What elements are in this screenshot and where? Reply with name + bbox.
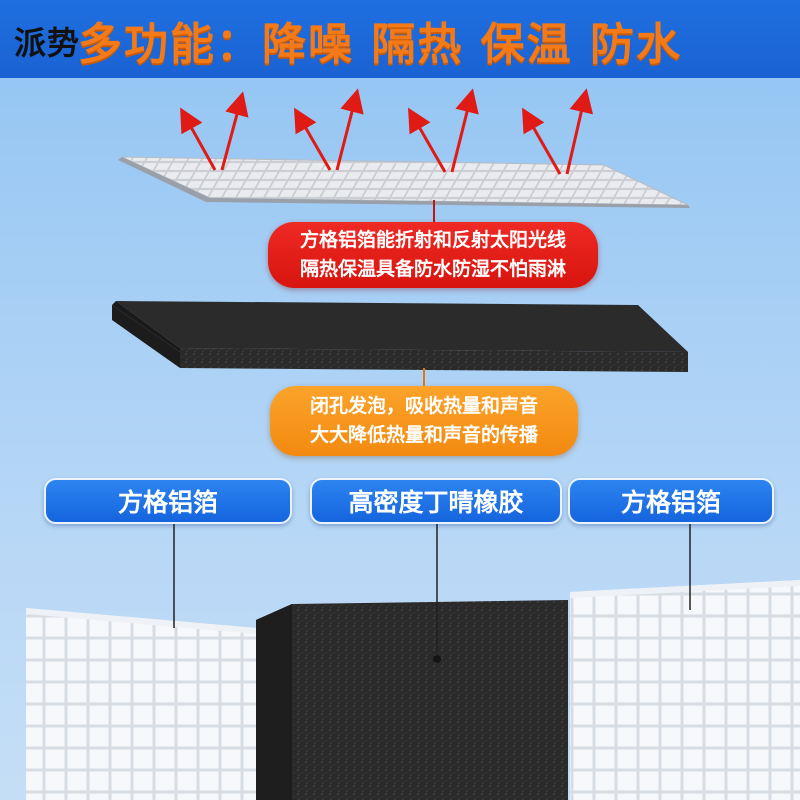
reflection-arrows: [180, 88, 594, 175]
headline: 多功能：降噪 隔热 保温 防水: [78, 19, 682, 70]
foil-sheet: [118, 156, 690, 208]
rubber-foam-block: [256, 600, 568, 800]
foil-callout-line1: 方格铝箔能折射和反射太阳光线: [299, 229, 566, 251]
left-foil-panel: [26, 608, 256, 800]
label-left-foil: 方格铝箔: [44, 478, 292, 524]
label-right-foil: 方格铝箔: [568, 478, 774, 524]
foam-callout: 闭孔发泡，吸收热量和声音 大大降低热量和声音的传播: [270, 386, 578, 456]
right-foil-panel: [570, 580, 800, 800]
top-banner: [0, 0, 800, 78]
foil-callout-line2: 隔热保温具备防水防湿不怕雨淋: [299, 258, 566, 280]
foam-slab: [112, 301, 688, 372]
brand-logo: 派势: [14, 24, 81, 62]
foam-callout-line1: 闭孔发泡，吸收热量和声音: [309, 395, 538, 417]
label-rubber: 高密度丁晴橡胶: [310, 478, 562, 524]
foam-callout-line2: 大大降低热量和声音的传播: [309, 424, 538, 446]
foil-callout: 方格铝箔能折射和反射太阳光线 隔热保温具备防水防湿不怕雨淋: [268, 222, 598, 288]
tag-leader-lines: [173, 524, 691, 656]
